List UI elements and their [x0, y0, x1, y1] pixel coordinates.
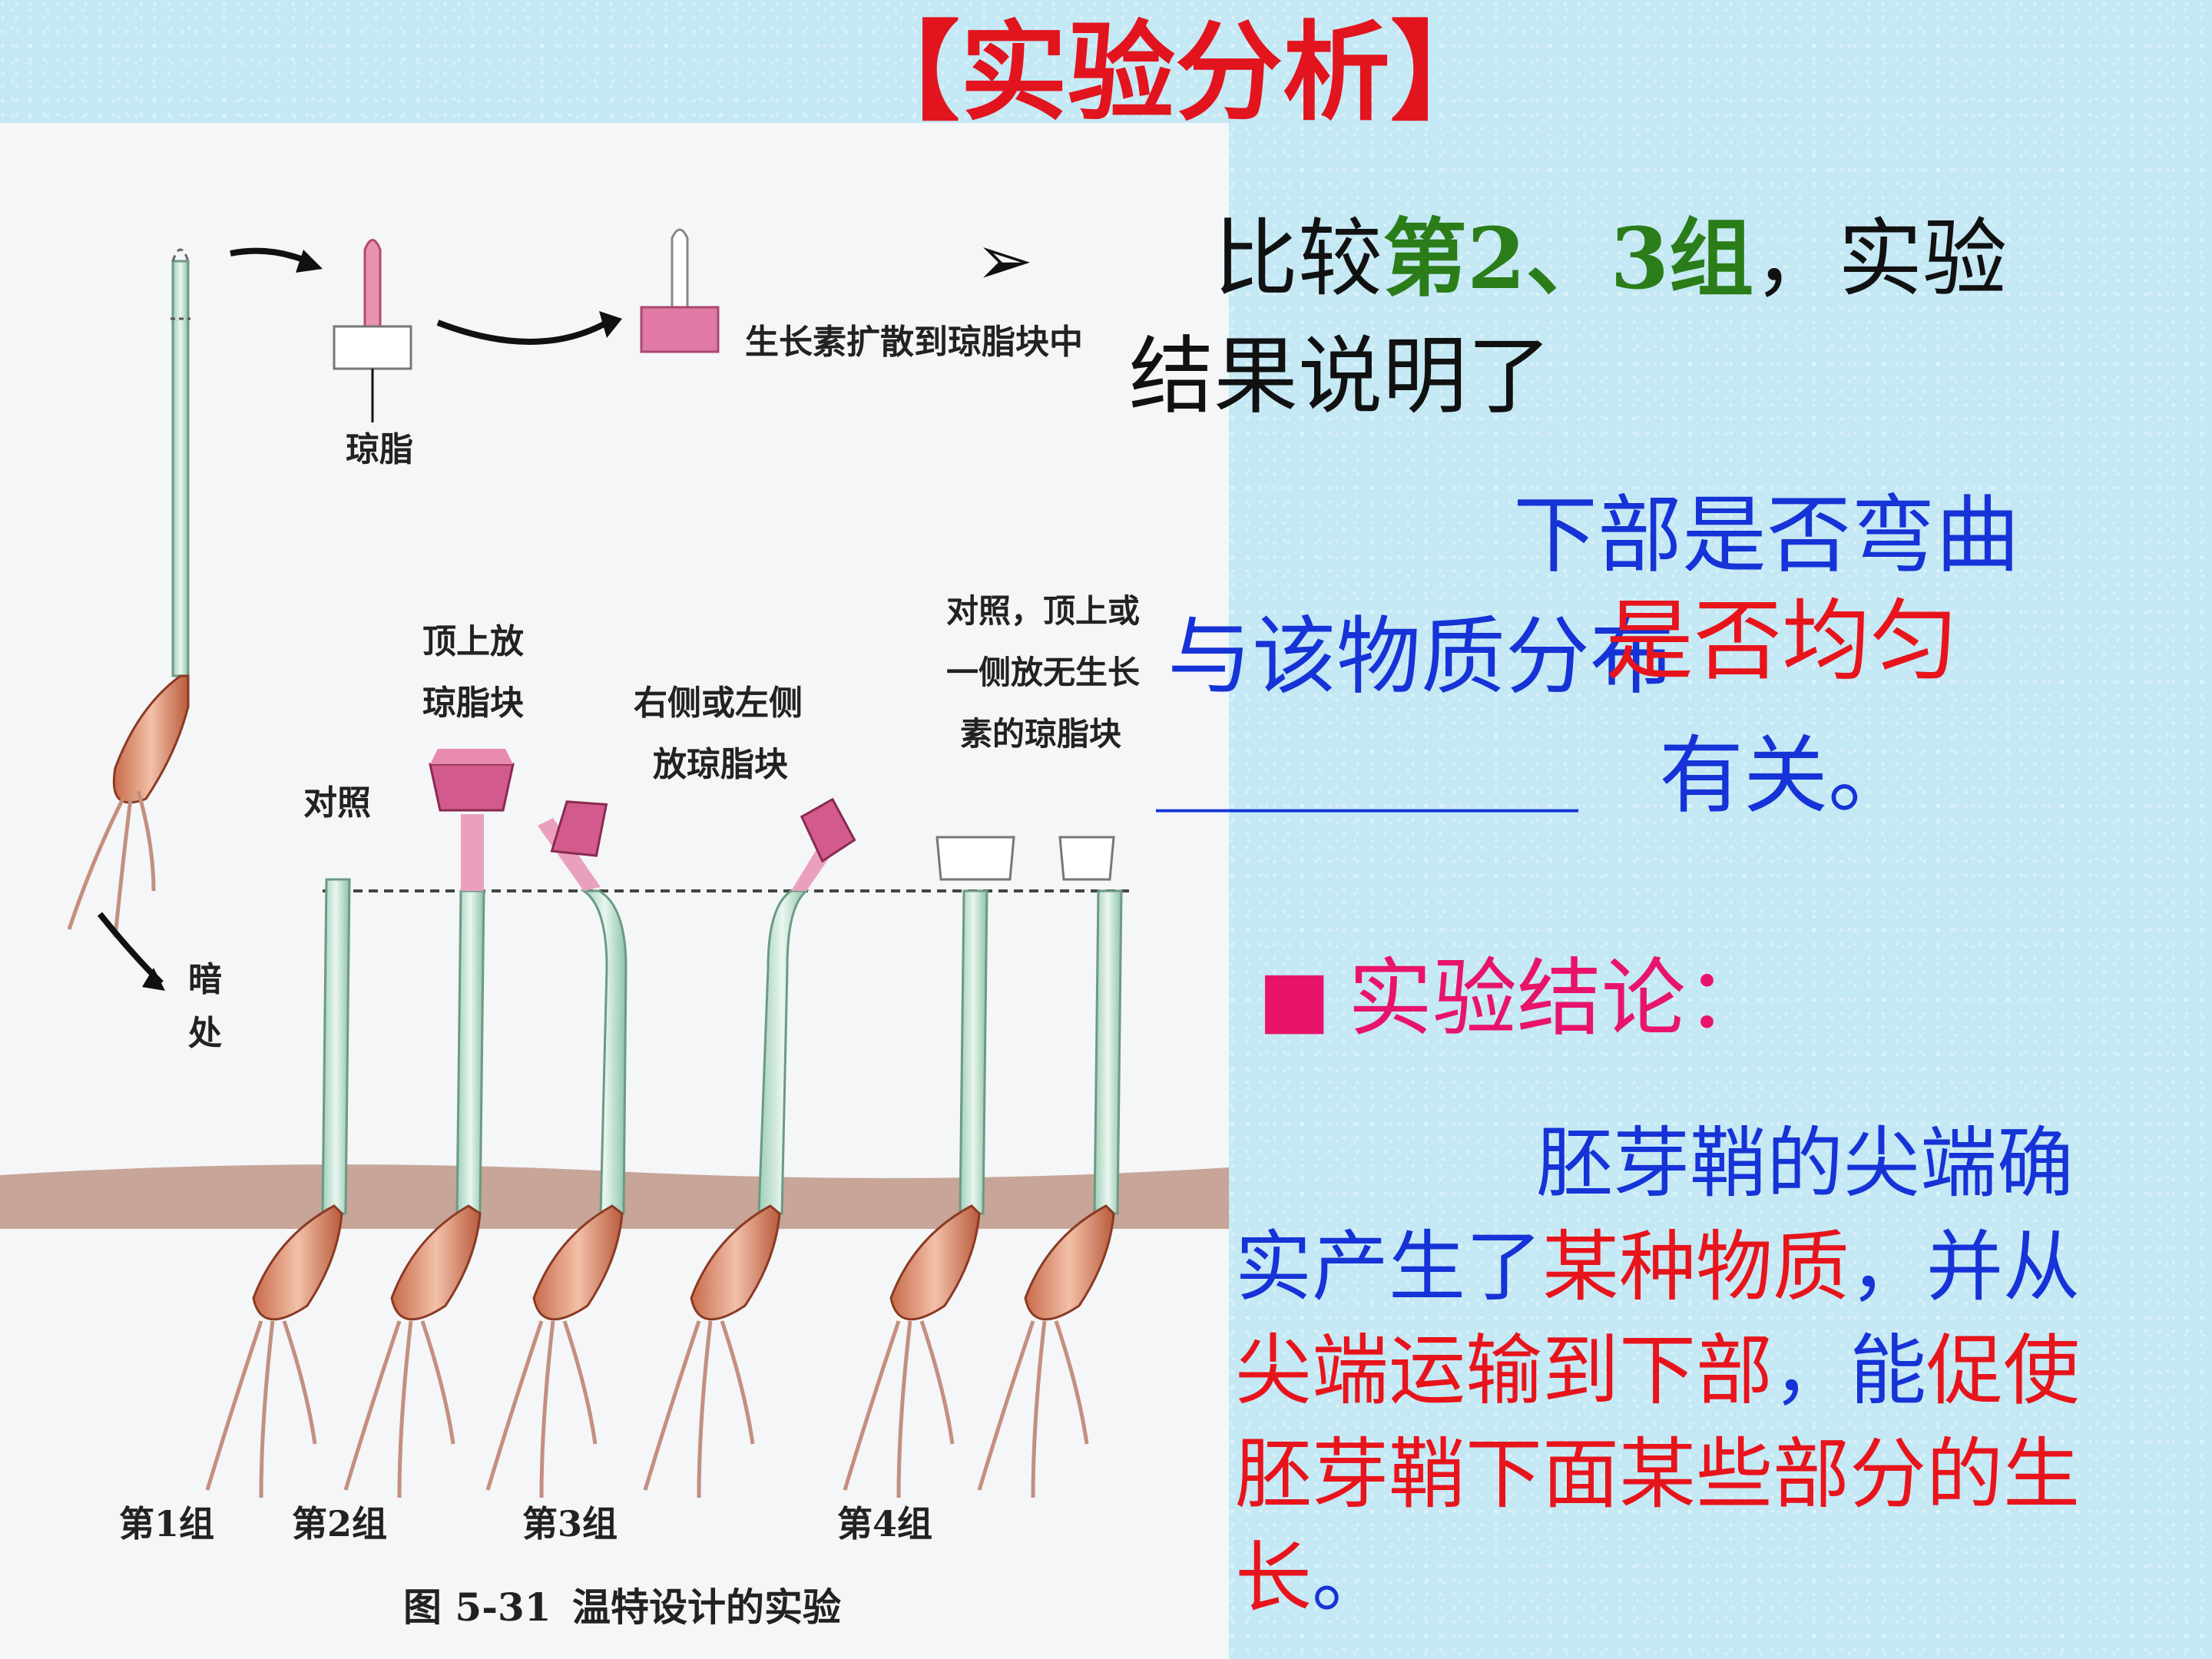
label-group2: 第2组	[292, 1503, 387, 1545]
label-top-2: 琼脂块	[422, 684, 524, 723]
label-ctrl-3: 素的琼脂块	[960, 715, 1121, 753]
label-side-1: 右侧或左侧	[634, 684, 803, 723]
bullet-line-2: 结果说明了	[1129, 327, 1551, 426]
conclusion-line-2: 实产生了某种物质，并从	[1235, 1222, 2080, 1312]
seedling-group2-control	[321, 878, 351, 1215]
compare-groups: 第2、3组	[1382, 209, 1754, 308]
conclusion-line-1: 胚芽鞘的尖端确	[1536, 1118, 2074, 1208]
bullet-line-1: 比较第2、3组，实验	[1214, 209, 2007, 309]
figure-caption-id: 图 5-31	[403, 1584, 551, 1630]
seedling-cut	[171, 260, 190, 677]
label-group1: 第1组	[119, 1503, 214, 1545]
slide-title: 【实验分析】	[853, 10, 1498, 136]
conclusion-line-4: 胚芽鞘下面某些部分的生	[1235, 1429, 2080, 1519]
label-diffuse: 生长素扩散到琼脂块中	[745, 323, 1083, 362]
label-group3: 第3组	[522, 1503, 618, 1545]
compare-prefix: 比较	[1214, 210, 1382, 308]
bullet-icon: ➢	[975, 220, 1034, 301]
label-ctrl-2: 一侧放无生长	[946, 654, 1140, 691]
conclusion-line-3: 尖端运输到下部，能促使	[1235, 1326, 2080, 1416]
label-dark-1: 暗	[188, 960, 222, 999]
label-top-1: 顶上放	[422, 622, 524, 661]
answer-line-1: 下部是否弯曲	[1513, 486, 2020, 584]
went-experiment-illustration: 生长素扩散到琼脂块中 琼脂 暗 处 对照 顶上放 琼脂块 右侧或左侧 放琼脂块 …	[0, 228, 1229, 1659]
label-group4: 第4组	[837, 1503, 932, 1545]
label-dark-2: 处	[188, 1014, 222, 1053]
conclusion-marker: ■	[1258, 953, 1331, 1043]
seedling-group3-right	[757, 889, 810, 1215]
seedling-group4-left	[959, 889, 988, 1215]
seedling-group4-right	[1093, 889, 1123, 1215]
conclusion-heading: 实验结论：	[1348, 949, 1770, 1048]
label-ctrl-1: 对照，顶上或	[946, 592, 1140, 630]
answer-overlay-red: 是否均匀	[1605, 590, 1959, 693]
answer-line-3: 有关。	[1659, 727, 1912, 825]
seedling-group3-left	[580, 889, 628, 1215]
experiment-figure: 生长素扩散到琼脂块中 琼脂 暗 处 对照 顶上放 琼脂块 右侧或左侧 放琼脂块 …	[0, 123, 1229, 1659]
label-agar: 琼脂	[346, 430, 413, 469]
figure-caption-text: 温特设计的实验	[572, 1584, 841, 1630]
answer-blank: ___________	[1156, 723, 1578, 813]
conclusion-line-5: 长。	[1235, 1533, 1389, 1623]
compare-suffix: ，实验	[1753, 210, 2008, 308]
answer-line-2: 与该物质分布	[1167, 608, 1674, 706]
label-side-2: 放琼脂块	[653, 745, 788, 784]
label-control: 对照	[303, 783, 371, 823]
